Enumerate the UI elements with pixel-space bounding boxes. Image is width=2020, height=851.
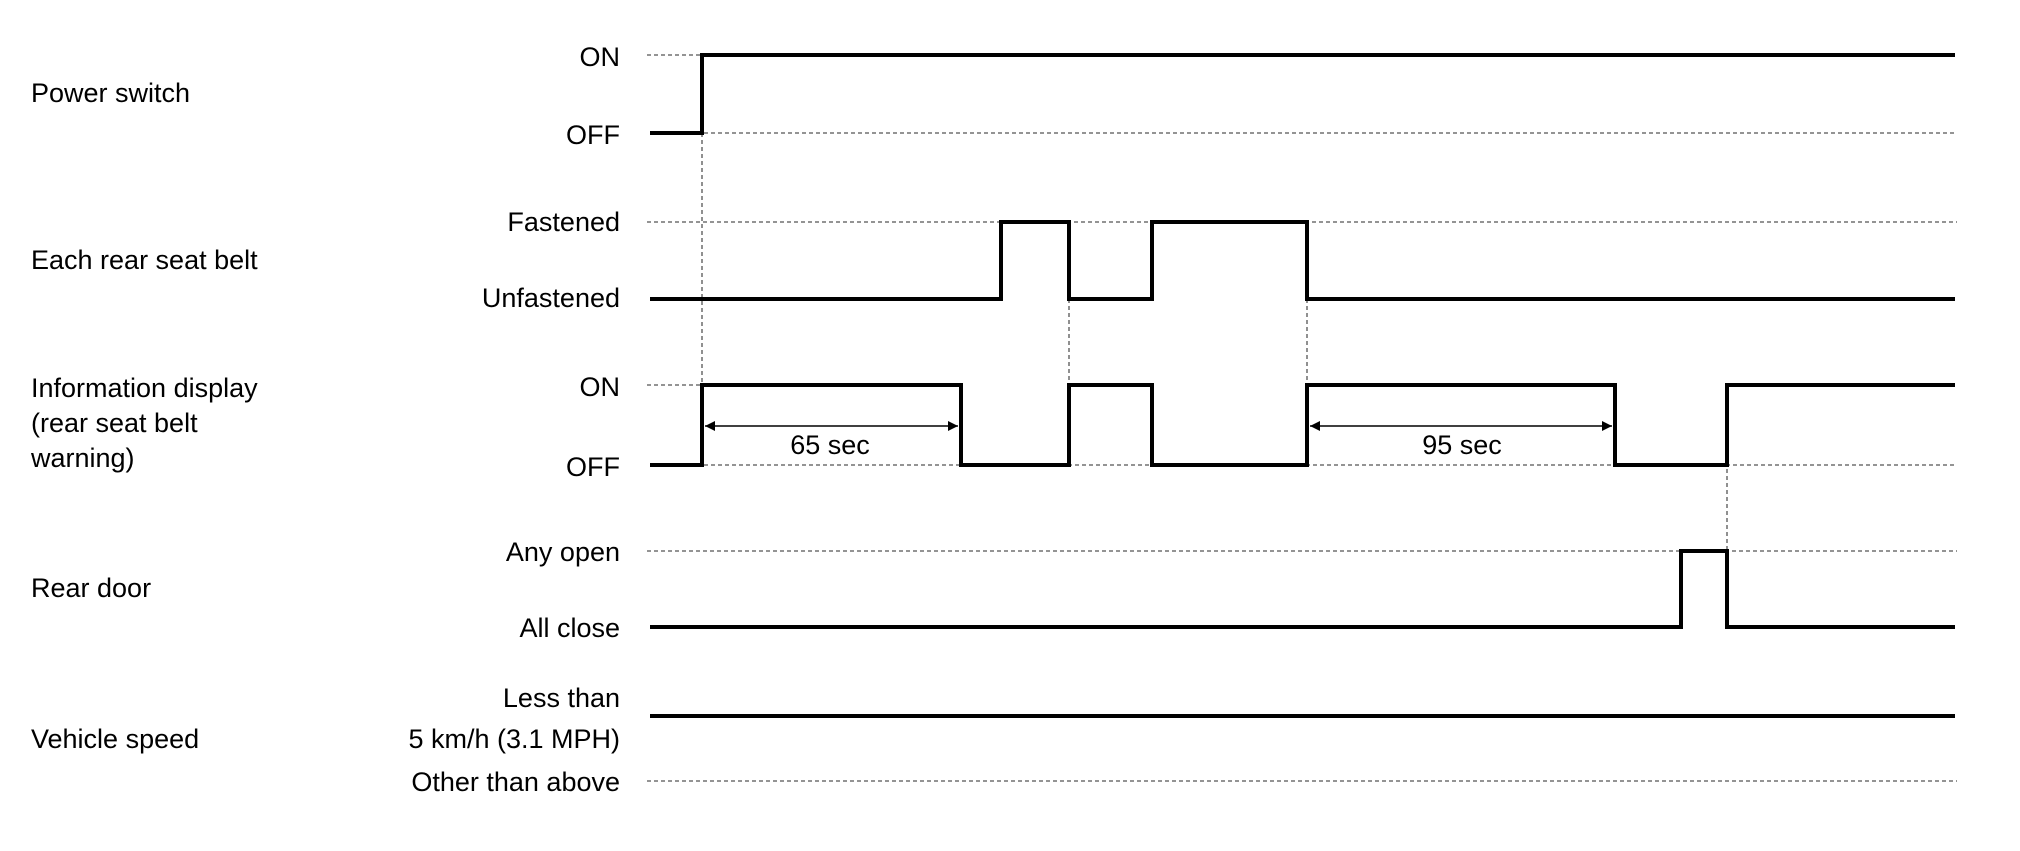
duration-label-95-sec: 95 sec bbox=[1422, 430, 1502, 460]
waveform-rear-seat-belt bbox=[650, 220, 1955, 301]
level-label-speed-value: 5 km/h (3.1 MPH) bbox=[408, 724, 620, 754]
level-label-display-on: ON bbox=[580, 372, 621, 402]
level-label-power-off: OFF bbox=[566, 120, 620, 150]
level-label-belt-unfastened: Unfastened bbox=[482, 283, 620, 313]
level-label-power-on: ON bbox=[580, 42, 621, 72]
level-label-speed-other: Other than above bbox=[411, 767, 620, 797]
signal-label-information-display-line2: (rear seat belt bbox=[31, 408, 198, 438]
waveform-information-display bbox=[650, 383, 1955, 467]
signal-label-rear-door: Rear door bbox=[31, 573, 151, 603]
waveform-rear-door bbox=[650, 549, 1955, 629]
duration-label-65-sec: 65 sec bbox=[790, 430, 870, 460]
signal-label-power-switch: Power switch bbox=[31, 78, 190, 108]
signal-label-rear-seat-belt: Each rear seat belt bbox=[31, 245, 258, 275]
waveform-power-switch bbox=[650, 53, 1955, 135]
signal-label-vehicle-speed: Vehicle speed bbox=[31, 724, 199, 754]
level-label-display-off: OFF bbox=[566, 452, 620, 482]
signal-label-information-display: Information display bbox=[31, 373, 258, 403]
level-label-door-any-open: Any open bbox=[506, 537, 620, 567]
level-label-door-all-close: All close bbox=[519, 613, 620, 643]
level-label-belt-fastened: Fastened bbox=[507, 207, 620, 237]
signal-label-information-display-line3: warning) bbox=[30, 443, 135, 473]
level-label-speed-less-than: Less than bbox=[503, 683, 620, 713]
